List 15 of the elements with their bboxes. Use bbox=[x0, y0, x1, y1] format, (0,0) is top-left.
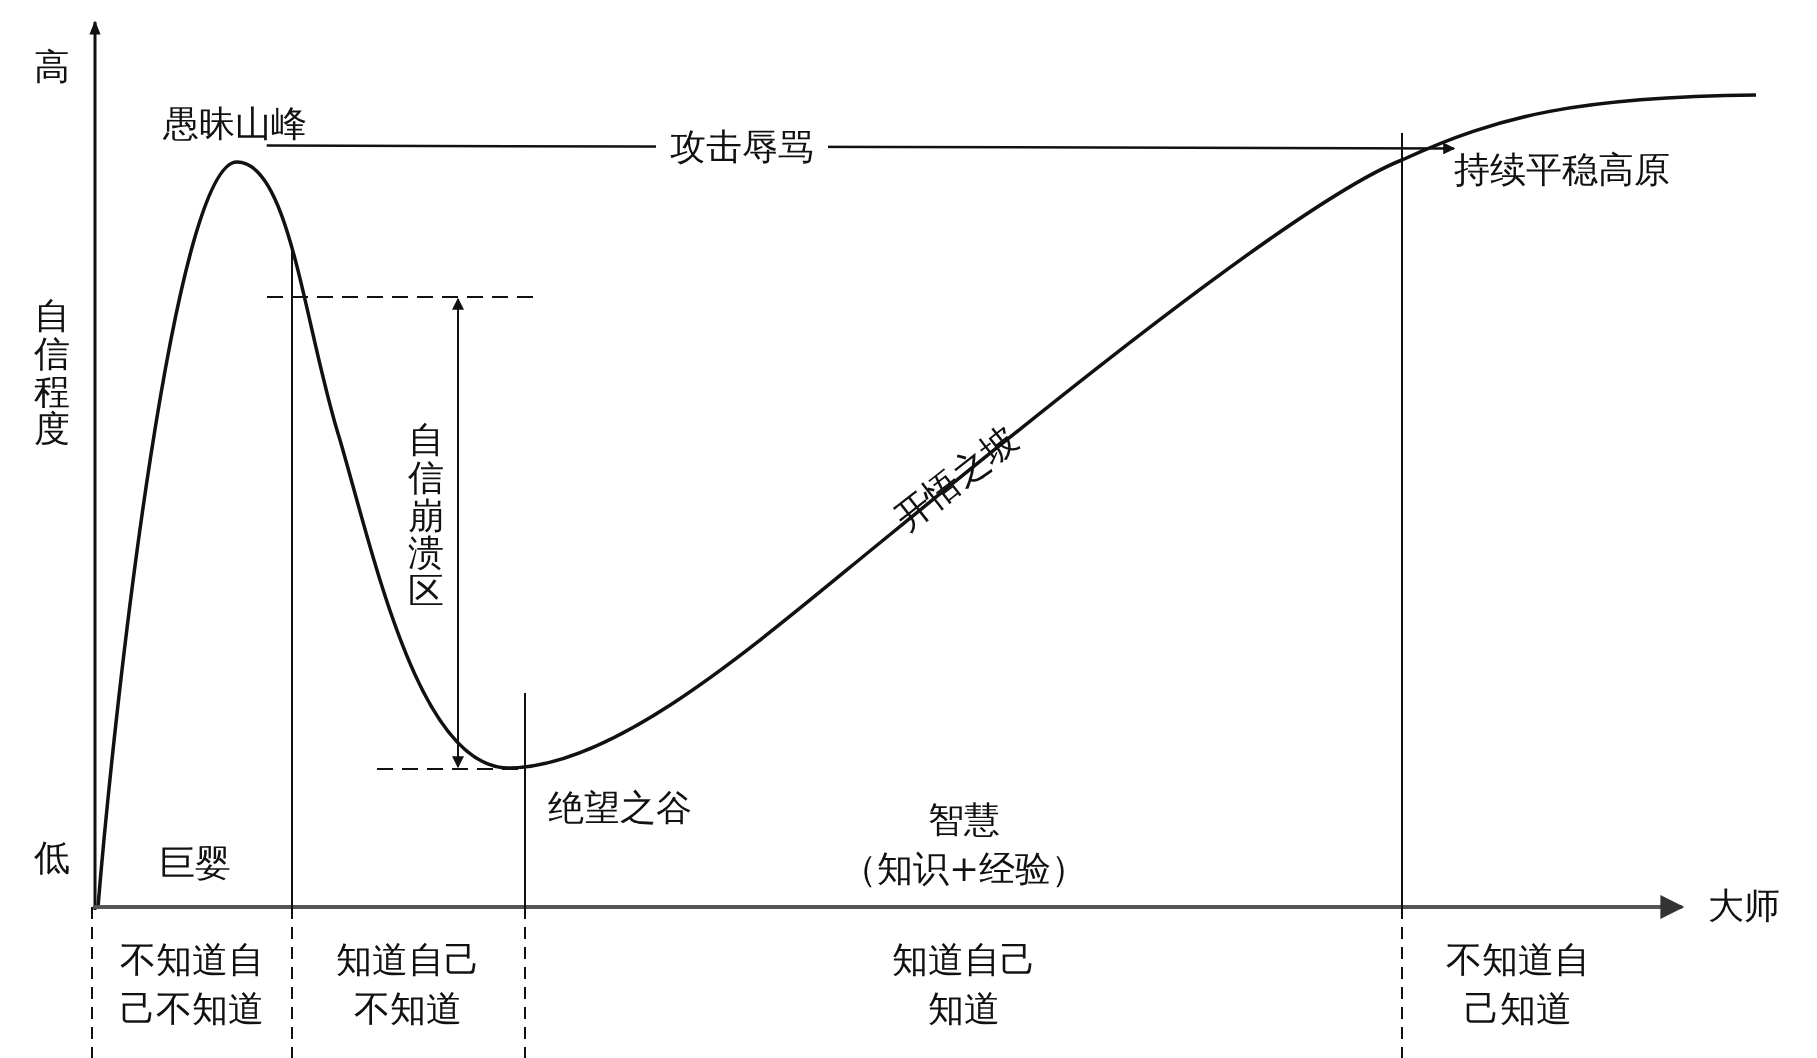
stage-label: 知道自己知道 bbox=[891, 938, 1037, 1031]
curve-label: 绝望之谷 bbox=[548, 786, 692, 830]
stage-label: 智慧 bbox=[928, 798, 1000, 842]
stage-label: 不知道自己不知道 bbox=[119, 938, 265, 1031]
stage-label: 知道自己不知道 bbox=[335, 938, 481, 1031]
stage-label: （知识+经验） bbox=[840, 847, 1088, 891]
stage-label: 不知道自己知道 bbox=[1445, 938, 1591, 1031]
dimension-label: 自信崩溃区 bbox=[408, 420, 444, 610]
axis-label: 低 bbox=[34, 836, 70, 880]
curve-label: 愚昧山峰 bbox=[163, 102, 307, 146]
curve-label: 持续平稳高原 bbox=[1454, 148, 1670, 192]
stage-label: 巨婴 bbox=[159, 841, 231, 885]
axis-label: 高 bbox=[34, 45, 70, 89]
axis-label: 自信程度 bbox=[34, 297, 70, 449]
axis-label: 大师 bbox=[1708, 884, 1780, 928]
